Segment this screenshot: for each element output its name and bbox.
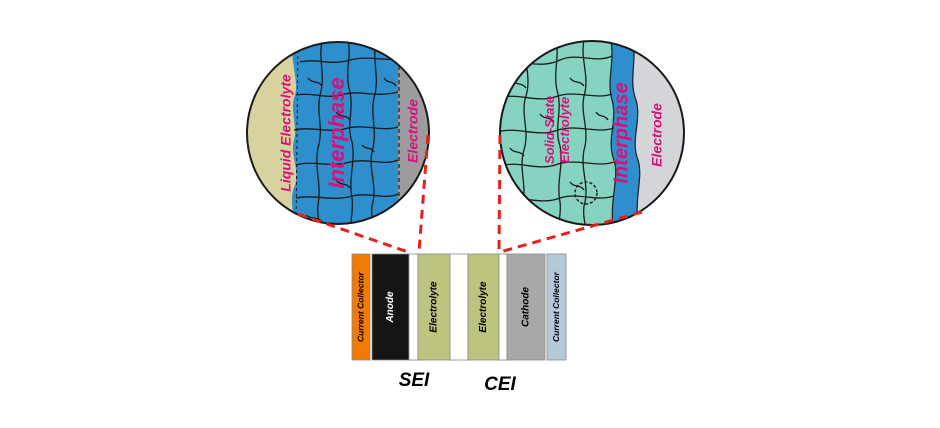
- cell-layer-label-anode: Anode: [385, 291, 396, 324]
- right-interphase-label: Interphase: [610, 82, 632, 183]
- cell-layer-electrolyte: [467, 253, 500, 361]
- right-electrode-label: Electrode: [649, 103, 665, 167]
- grain-highlight: [574, 181, 598, 205]
- left-interphase-label: Interphase: [324, 77, 349, 188]
- left-circle-outline: [246, 41, 430, 225]
- liquid-electrolyte-label: Liquid Electrolyte: [278, 74, 294, 192]
- left-electrode-label: Electrode: [405, 99, 421, 163]
- cell-layer-separator-gap: [408, 253, 419, 361]
- cell-layer-anode: [371, 253, 410, 361]
- solid-state-electrolyte-label: Solid-StateElectrolyte: [542, 96, 572, 164]
- electrolyte-boundary: [295, 42, 299, 224]
- cell-layer-label-current-collector: Current Collector: [551, 271, 561, 342]
- left-connector-inner: [417, 134, 430, 253]
- left-zoom-circle: Liquid Electrolyte Interphase Electrode: [246, 41, 430, 225]
- right-connector-inner: [497, 134, 502, 253]
- cell-layer-separator-gap: [498, 253, 508, 361]
- zoom-connectors: [297, 134, 643, 254]
- solid-state-electrolyte-label-line: Solid-State: [542, 96, 557, 164]
- right-zoom-circle: Solid-StateElectrolyte Interphase Electr…: [499, 40, 685, 226]
- cell-layer-cathode: [506, 253, 546, 361]
- cell-layer-electrolyte: [417, 253, 451, 361]
- cell-layer-separator-gap: [449, 253, 469, 361]
- cell-layer-current-collector: [546, 253, 567, 361]
- cell-layer-label-electrolyte: Electrolyte: [478, 281, 489, 333]
- solid-state-electrolyte-label-line: Electrolyte: [557, 97, 572, 163]
- interphase-boundary-inner: [609, 41, 617, 225]
- cell-layer-current-collector: [351, 253, 371, 361]
- cell-stack: Current Collector Anode Electrolyte Electro…: [351, 253, 567, 361]
- cell-layer-label-current-collector: Current Collector: [355, 271, 365, 342]
- cei-caption: CEI: [484, 374, 516, 395]
- left-connector-outer: [297, 212, 409, 254]
- cell-layer-label-cathode: Cathode: [521, 287, 532, 327]
- right-connector-outer: [499, 210, 643, 254]
- sei-caption: SEI: [399, 370, 430, 391]
- cell-layer-label-electrolyte: Electrolyte: [429, 281, 440, 333]
- interphase-grain-boundaries: [293, 42, 401, 224]
- interphase-boundary-outer: [631, 41, 641, 225]
- electrolyte-grain-boundaries: [500, 41, 615, 225]
